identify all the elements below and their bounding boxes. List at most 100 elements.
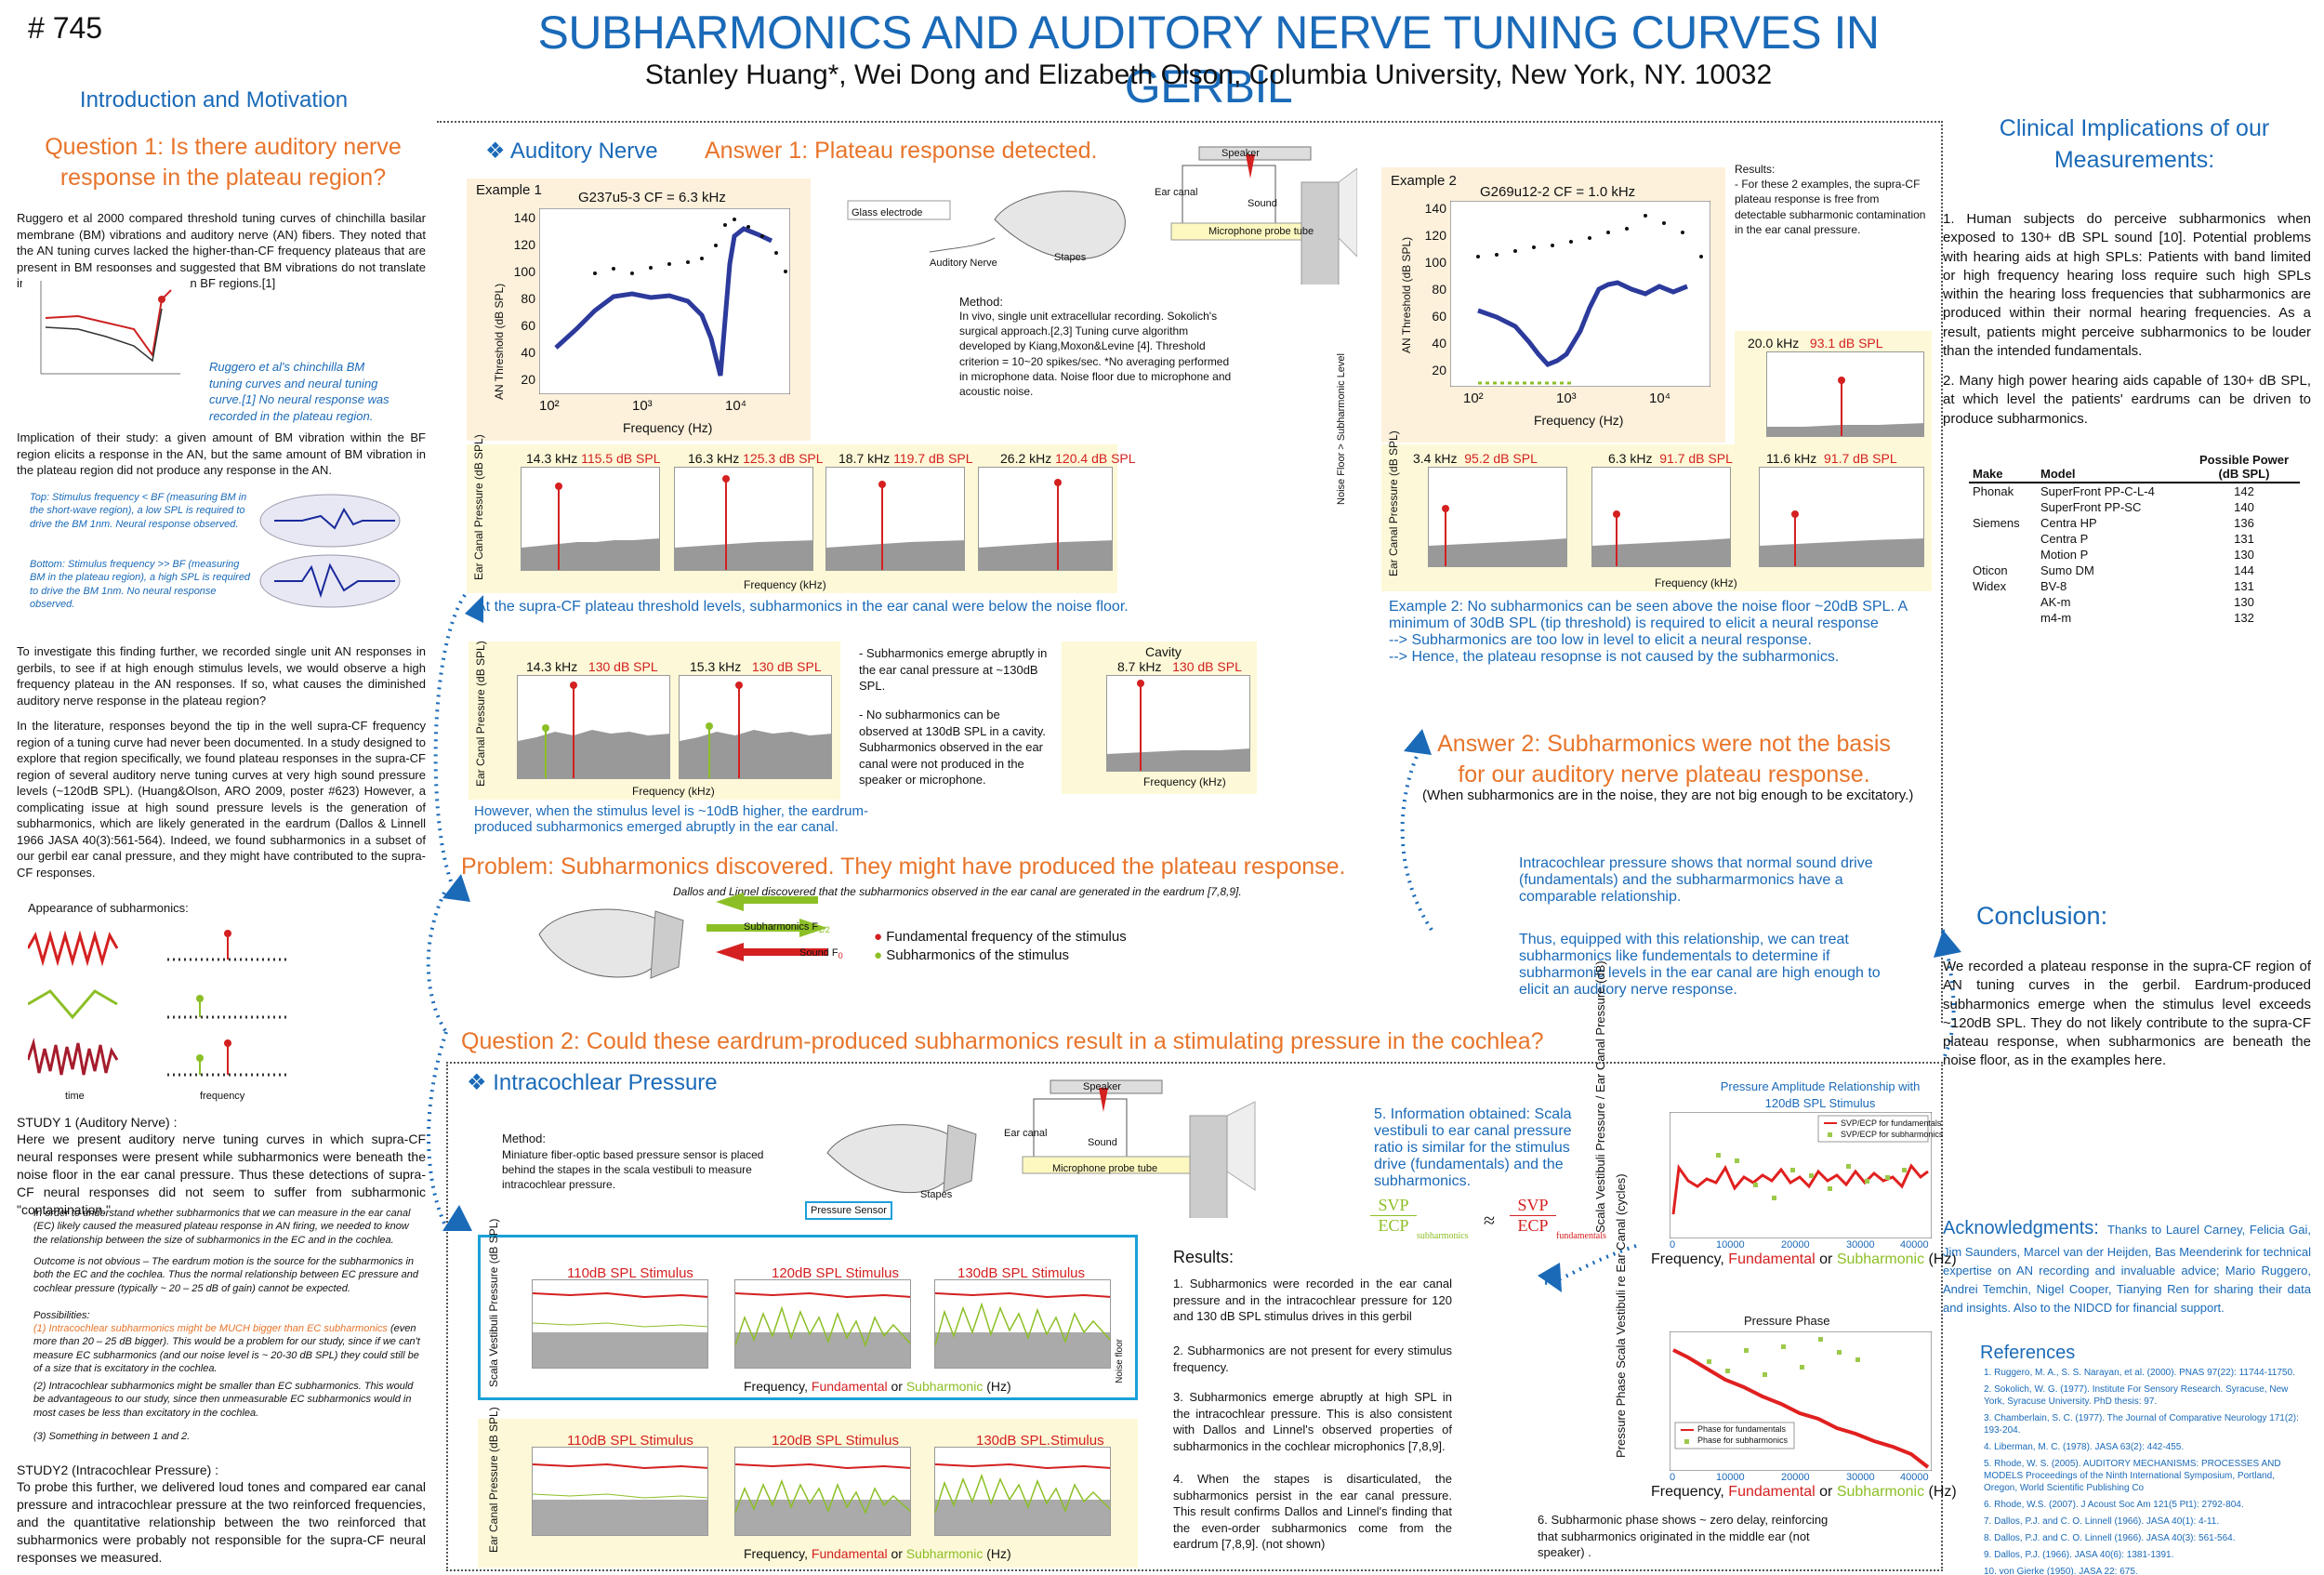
cell-model: m4-m — [2040, 611, 2072, 625]
example1-label: Example 1 — [476, 182, 542, 198]
amp-leg1: SVP/ECP for fundamentals — [1841, 1118, 1942, 1128]
cell-make — [1969, 499, 2037, 515]
note6: 6. Subharmonic phase shows ~ zero delay,… — [1538, 1513, 1829, 1560]
f: Fundamental — [1728, 1251, 1816, 1267]
spectrum-2-1-label: 14.3 kHz 130 dB SPL — [526, 658, 658, 676]
stim-bot-1: 110dB SPL Stimulus — [567, 1433, 693, 1449]
cell-power: 131 — [2234, 532, 2254, 546]
frequency-label: frequency — [200, 1091, 245, 1102]
phase-leg2: Phase for subharmonics — [1697, 1436, 1789, 1445]
x-tick: 30000 — [1846, 1239, 1875, 1251]
dallos-note: Dallos and Linnel discovered that the su… — [673, 885, 1242, 898]
intro-heading: Introduction and Motivation — [79, 87, 349, 112]
freq: 11.6 kHz — [1766, 451, 1817, 466]
cell-make — [1969, 547, 2037, 562]
ecp-ylabel: Ear Canal Pressure (dB SPL) — [487, 1407, 500, 1553]
spl: 125.3 dB SPL — [743, 451, 824, 466]
x-tick: 10² — [1463, 390, 1484, 406]
result-1: 1. Subharmonics were recorded in the ear… — [1173, 1277, 1452, 1324]
method-title: Method: — [959, 295, 1003, 309]
y-tick: 60 — [1432, 309, 1446, 324]
x-tick: 10⁴ — [1649, 390, 1671, 406]
problem-heading: Problem: Subharmonics discovered. They m… — [461, 854, 1346, 880]
svp-panel — [478, 1235, 1138, 1400]
ecp-plot-3 — [934, 1447, 1111, 1536]
method2-text: Miniature fiber-optic based pressure sen… — [502, 1148, 764, 1192]
caption-3: Example 2: No subharmonics can be seen a… — [1389, 599, 1908, 665]
intro-para3: To investigate this finding further, we … — [17, 644, 426, 708]
svp-num-2: SVP — [1510, 1196, 1556, 1216]
amp-leg2: SVP/ECP for subharmonics — [1841, 1130, 1944, 1139]
x-tick: 40000 — [1900, 1239, 1929, 1251]
conclusion-text: We recorded a plateau response in the su… — [1943, 959, 2311, 1069]
y-tick: 20 — [521, 372, 535, 387]
result-4: 4. When the stapes is disarticulated, th… — [1173, 1472, 1452, 1552]
an-x-label-2: Frequency (Hz) — [1534, 413, 1624, 428]
ecp-label-3: Ear Canal Pressure (dB SPL) — [1387, 430, 1400, 576]
bottom-note: Bottom: Stimulus frequency >> BF (measur… — [30, 559, 251, 610]
s: Subharmonic — [905, 1546, 984, 1561]
h: (Hz) — [983, 1546, 1011, 1561]
poster-title: SUBHARMONICS AND AUDITORY NERVE TUNING C… — [537, 7, 1881, 112]
subharmonic-appearance-figure — [28, 930, 288, 1077]
reference-item: 8. Dallos, P.J. and C. O. Linnell (1966)… — [1984, 1533, 2236, 1543]
reference-item: 5. Rhode, W. S. (2005). AUDITORY MECHANI… — [1984, 1459, 2281, 1493]
y-tick: 100 — [513, 264, 535, 279]
cell-make: Widex — [1973, 579, 2007, 593]
o: or — [887, 1379, 906, 1394]
possibility-1: (1) Intracochlear subharmonics might be … — [33, 1322, 424, 1375]
noise-floor-gt-label: Noise Floor > Subharmonic Level — [1336, 353, 1347, 505]
svp-plot-3 — [934, 1279, 1111, 1369]
spl: 95.2 dB SPL — [1464, 451, 1538, 466]
spectrum-3-2 — [1591, 467, 1731, 567]
text: Subharmonics F — [744, 921, 819, 933]
reference-item: 4. Liberman, M. C. (1978). JASA 63(2): 4… — [1984, 1442, 2185, 1452]
h: (Hz) — [1924, 1251, 1957, 1267]
spectra-x-label-3: Frequency (kHz) — [1655, 576, 1737, 589]
spl: 115.5 dB SPL — [581, 451, 661, 466]
freq: 20.0 kHz — [1748, 336, 1800, 351]
svp-num-1: SVP — [1370, 1196, 1417, 1216]
y-tick: 60 — [521, 318, 535, 333]
cavity-spectrum — [1106, 675, 1250, 772]
glass-electrode-label: Glass electrode — [852, 207, 923, 218]
ecp-label-2: Ear Canal Pressure (dB SPL) — [474, 641, 487, 787]
x-tick: 30000 — [1846, 1472, 1875, 1483]
cell-power: 142 — [2234, 484, 2254, 498]
y-tick: 120 — [513, 237, 535, 252]
an-section-frame — [437, 121, 1943, 1023]
stapes-label-2: Stapes — [920, 1189, 953, 1200]
ic-bullet: ❖ Intracochlear Pressure — [467, 1070, 718, 1095]
cell-power: 130 — [2234, 548, 2254, 562]
top-note: Top: Stimulus frequency < BF (measuring … — [30, 492, 247, 530]
ear-canal-label: Ear canal — [1155, 187, 1198, 198]
p: Frequency, — [744, 1379, 812, 1394]
p: Frequency, — [744, 1546, 812, 1561]
eardrum-diagram — [538, 893, 827, 979]
svp-plot-1 — [532, 1279, 708, 1369]
cavity-title: Cavity — [1145, 644, 1182, 659]
amp-title: Pressure Amplitude Relationship with 120… — [1720, 1079, 1921, 1110]
o: or — [887, 1546, 906, 1561]
sub: 1/2 — [818, 925, 830, 935]
cell-power: 131 — [2234, 579, 2254, 593]
spectrum-3-3 — [1759, 467, 1924, 567]
stim-top-2: 120dB SPL Stimulus — [772, 1265, 900, 1281]
spectrum-1-4 — [978, 467, 1113, 571]
answer2-note: (When subharmonics are in the noise, the… — [1422, 788, 1914, 803]
text: Subharmonics of the stimulus — [886, 947, 1069, 963]
an-threshold-label-2: AN Threshold (dB SPL) — [1400, 236, 1413, 353]
h: (Hz) — [1924, 1484, 1957, 1500]
example2-label: Example 2 — [1391, 173, 1457, 189]
col-make: Make — [1973, 467, 2003, 481]
y-tick: 80 — [521, 291, 535, 306]
spectrum-1-1-label: 14.3 kHz 115.5 dB SPL — [526, 450, 661, 468]
ear-canal-label-2: Ear canal — [1004, 1128, 1048, 1139]
ecp-plot-2 — [734, 1447, 911, 1536]
